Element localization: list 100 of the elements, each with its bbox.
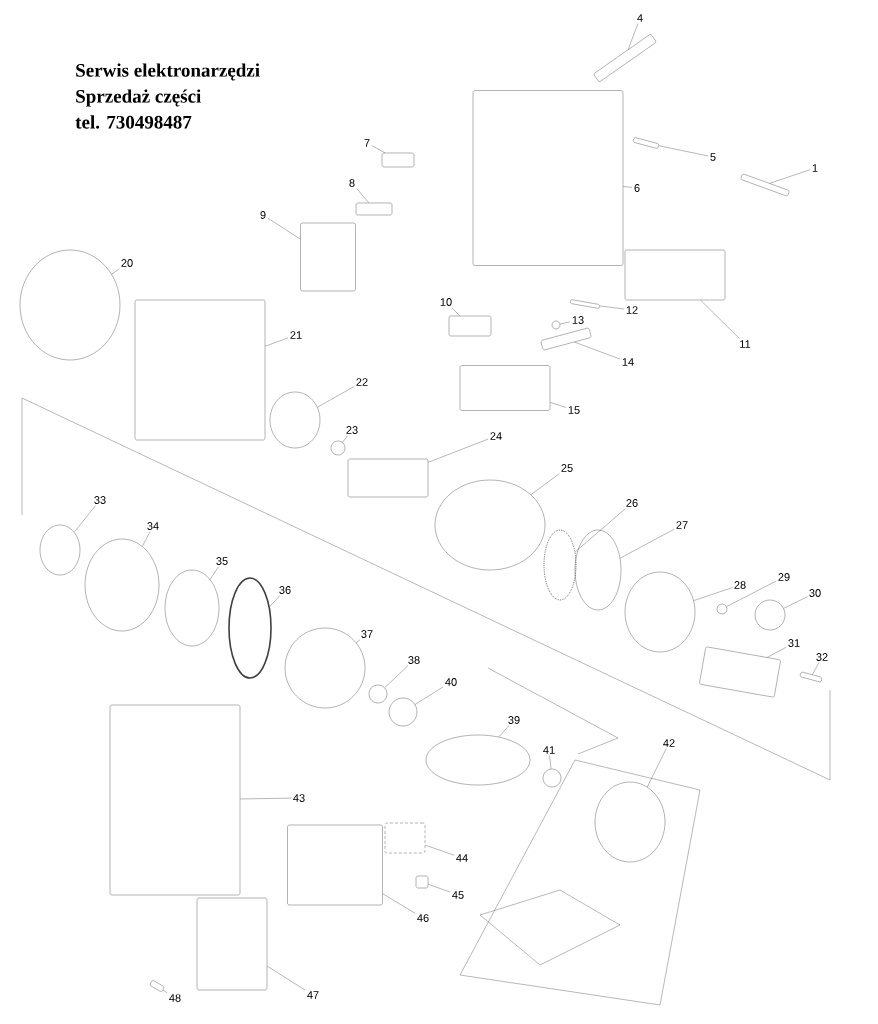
part-drawing [472,90,624,266]
part-drawing [39,524,81,576]
callout-number: 30 [807,587,823,599]
callout-number: 23 [344,424,360,436]
leader-line [428,438,489,463]
callout-number: 13 [570,314,586,326]
leader-line [700,300,740,339]
part-drawing [228,577,272,679]
part-drawing [381,152,415,168]
leader-line [451,307,460,316]
callout-number: 32 [814,651,830,663]
callout-number: 11 [737,338,753,350]
leader-line [111,268,120,275]
leader-line [265,337,289,347]
part-drawing [594,781,666,863]
part-drawing [594,34,656,82]
callout-number: 39 [506,714,522,726]
part-drawing [109,704,241,896]
callout-number: 29 [776,571,792,583]
leader-line [628,23,639,50]
part-drawing [269,391,321,449]
part-drawing [196,897,268,991]
part-drawing [368,684,388,704]
leader-line [783,596,808,609]
part-drawing [459,365,551,411]
part-drawing [699,646,781,698]
part-drawing [355,202,393,216]
part-drawing [448,315,492,337]
part-drawing [330,440,346,456]
leader-line [428,884,451,893]
callout-number: 8 [347,177,357,189]
part-drawing [19,249,121,361]
leader-line [623,186,633,188]
callout-number: 26 [624,497,640,509]
part-drawing [415,875,429,889]
callout-number: 36 [277,584,293,596]
leader-line [599,305,625,310]
part-drawing [84,538,160,632]
part-drawing [570,299,600,309]
leader-line [162,989,168,993]
leader-line [726,580,777,607]
leader-line [559,321,571,325]
leader-line [356,188,369,203]
part-drawing [740,174,790,196]
part-drawing [624,249,726,301]
leader-line [425,844,455,856]
callout-number: 43 [291,792,307,804]
part-drawing [754,599,786,631]
leader-line [550,402,567,408]
callout-number: 1 [810,162,820,174]
callout-number: 28 [732,579,748,591]
callout-number: 4 [635,12,645,24]
part-drawing [624,571,696,653]
callout-number: 40 [443,676,459,688]
part-drawing [347,458,429,498]
callout-number: 46 [415,912,431,924]
part-drawing [574,529,622,611]
callout-number: 25 [559,462,575,474]
callout-number: 15 [566,404,582,416]
part-drawing [434,479,546,571]
callout-number: 21 [288,329,304,341]
callout-number: 27 [674,519,690,531]
leader-line [575,508,626,553]
leader-line [658,145,709,157]
callout-number: 38 [406,654,422,666]
part-drawing [134,299,266,441]
callout-number: 12 [624,304,640,316]
leader-line [267,217,301,240]
header-text: Sprzedaż części [76,89,201,107]
callout-number: 44 [454,852,470,864]
leader-line [371,145,386,153]
callout-number: 10 [438,296,454,308]
leader-line [769,169,811,184]
part-drawing [543,529,577,601]
leader-line [209,566,219,580]
part-drawing [384,822,426,854]
leader-line [74,505,96,533]
callout-number: 47 [305,989,321,1001]
leader-line [317,386,355,408]
leader-line [767,647,787,658]
part-drawing [551,320,561,330]
callout-number: 45 [450,889,466,901]
callout-number: 34 [145,520,161,532]
part-drawing [388,697,418,727]
part-drawing [716,603,728,615]
part-drawing [542,768,562,788]
callout-number: 42 [661,737,677,749]
leader-line [240,797,292,800]
leader-line [647,748,667,788]
leader-line [269,595,281,607]
callout-number: 37 [359,628,375,640]
leader-line [356,639,361,643]
leader-line [267,965,306,991]
header-text: tel. 730498487 [75,115,192,129]
leader-line [142,531,151,547]
part-drawing [164,569,220,647]
callout-number: 20 [119,257,135,269]
part-drawing [300,222,356,292]
callout-number: 9 [258,209,268,221]
part-drawing [800,672,823,683]
